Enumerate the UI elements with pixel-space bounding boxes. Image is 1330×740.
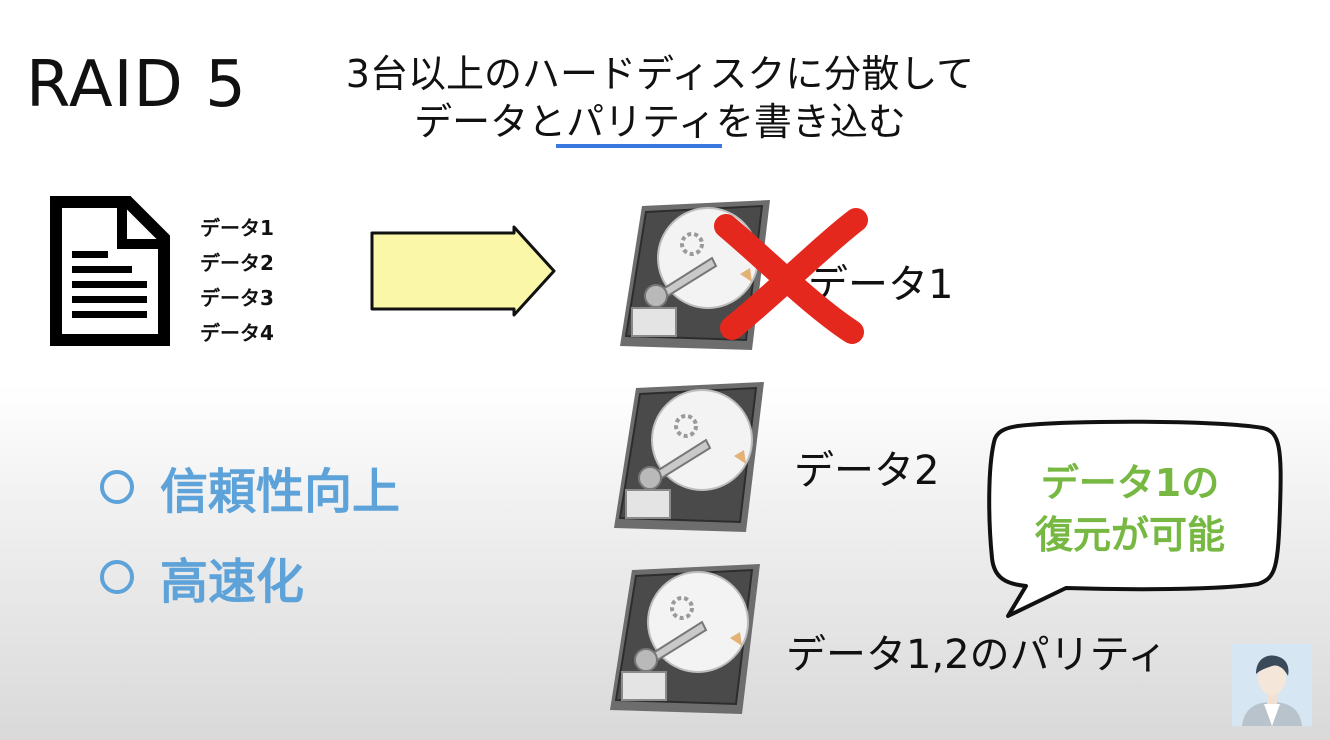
subtitle-parity-word: パリティ — [566, 100, 716, 144]
hard-disk-icon — [610, 564, 760, 714]
benefit-speed: 高速化 — [100, 542, 304, 612]
disk-2-label: データ2 — [794, 448, 940, 494]
subtitle: 3台以上のハードディスクに分散して データとパリティを書き込む — [290, 50, 1030, 146]
cross-icon — [714, 208, 868, 344]
arrow-right-icon — [370, 225, 556, 317]
disk-1-label: データ1 — [808, 262, 954, 308]
file-data-4: データ4 — [200, 321, 274, 345]
document-icon — [50, 196, 170, 346]
benefit-label: 高速化 — [160, 554, 305, 610]
hard-disk-icon — [614, 382, 764, 532]
file-data-1: データ1 — [200, 216, 274, 240]
subtitle-line-2: データとパリティを書き込む — [290, 98, 1030, 146]
disk-3-label: データ1,2のパリティ — [786, 632, 1168, 678]
avatar-illustration — [1232, 644, 1312, 726]
file-data-3: データ3 — [200, 286, 274, 310]
parity-underline — [556, 144, 722, 148]
benefit-reliability: 信頼性向上 — [100, 452, 400, 522]
bubble-line-2: 復元が可能 — [1034, 513, 1225, 557]
circle-icon — [100, 560, 134, 594]
page-title: RAID 5 — [26, 48, 247, 122]
subtitle-line-2-post: を書き込む — [715, 100, 906, 144]
subtitle-line-1: 3台以上のハードディスクに分散して — [345, 52, 975, 96]
bubble-line-1: データ1の — [1040, 461, 1220, 505]
benefit-label: 信頼性向上 — [160, 464, 401, 520]
avatar — [1232, 644, 1312, 726]
subtitle-line-2-pre: データと — [414, 100, 567, 144]
file-data-2: データ2 — [200, 251, 274, 275]
speech-bubble-icon — [987, 419, 1283, 618]
circle-icon — [100, 470, 134, 504]
